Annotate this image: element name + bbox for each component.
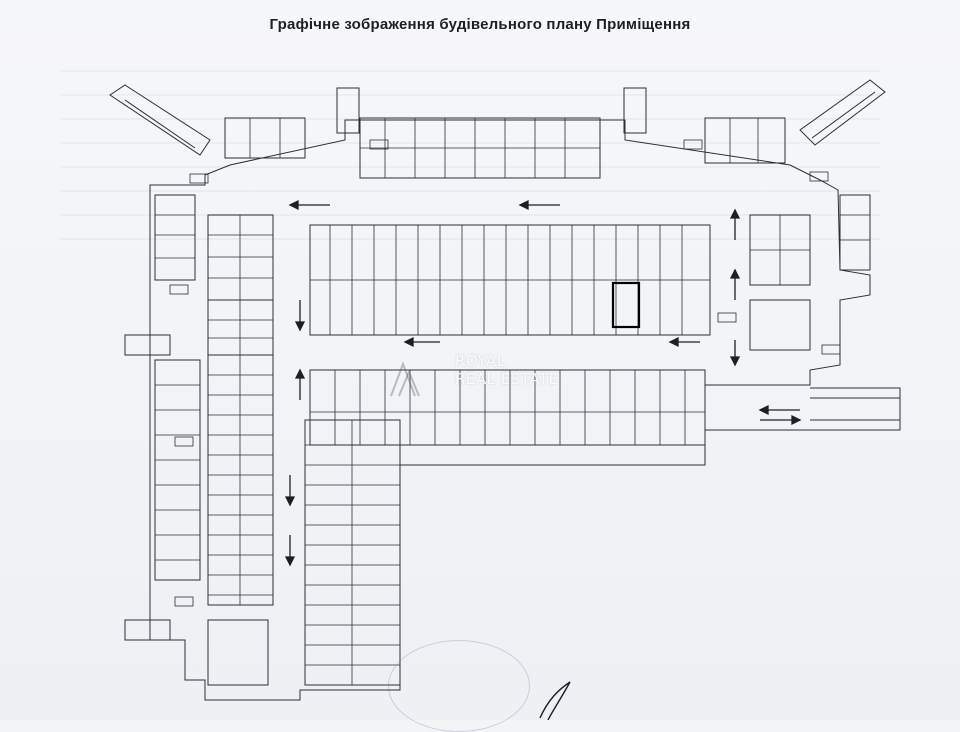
- document-title: Графічне зображення будівельного плану П…: [269, 16, 691, 33]
- bleed-through-area: [60, 70, 880, 250]
- traffic-arrows: [284, 199, 802, 567]
- inner-outline: [309, 224, 711, 336]
- building-outline: [149, 119, 871, 701]
- watermark-line-2: REAL ESTATE: [455, 370, 559, 388]
- watermark-text: ROYAL REAL ESTATE: [455, 352, 559, 388]
- stair-tower-right: [623, 87, 647, 134]
- room-dividers-top: [249, 118, 870, 285]
- parking-grid-vertical: [305, 420, 400, 685]
- parking-grid-upper: [310, 225, 710, 335]
- highlighted-parking-space: [611, 281, 641, 329]
- watermark-logo-icon: [390, 361, 420, 397]
- right-wing: [799, 79, 886, 146]
- stamp-seal: [388, 640, 530, 732]
- room-dividers-left: [155, 214, 273, 605]
- signature-mark: [539, 681, 571, 720]
- stair-tower-left: [336, 87, 360, 134]
- parking-grid-lower: [310, 370, 705, 445]
- level-markers: [169, 139, 841, 607]
- left-wing: [109, 84, 211, 156]
- watermark-line-1: ROYAL: [455, 352, 506, 370]
